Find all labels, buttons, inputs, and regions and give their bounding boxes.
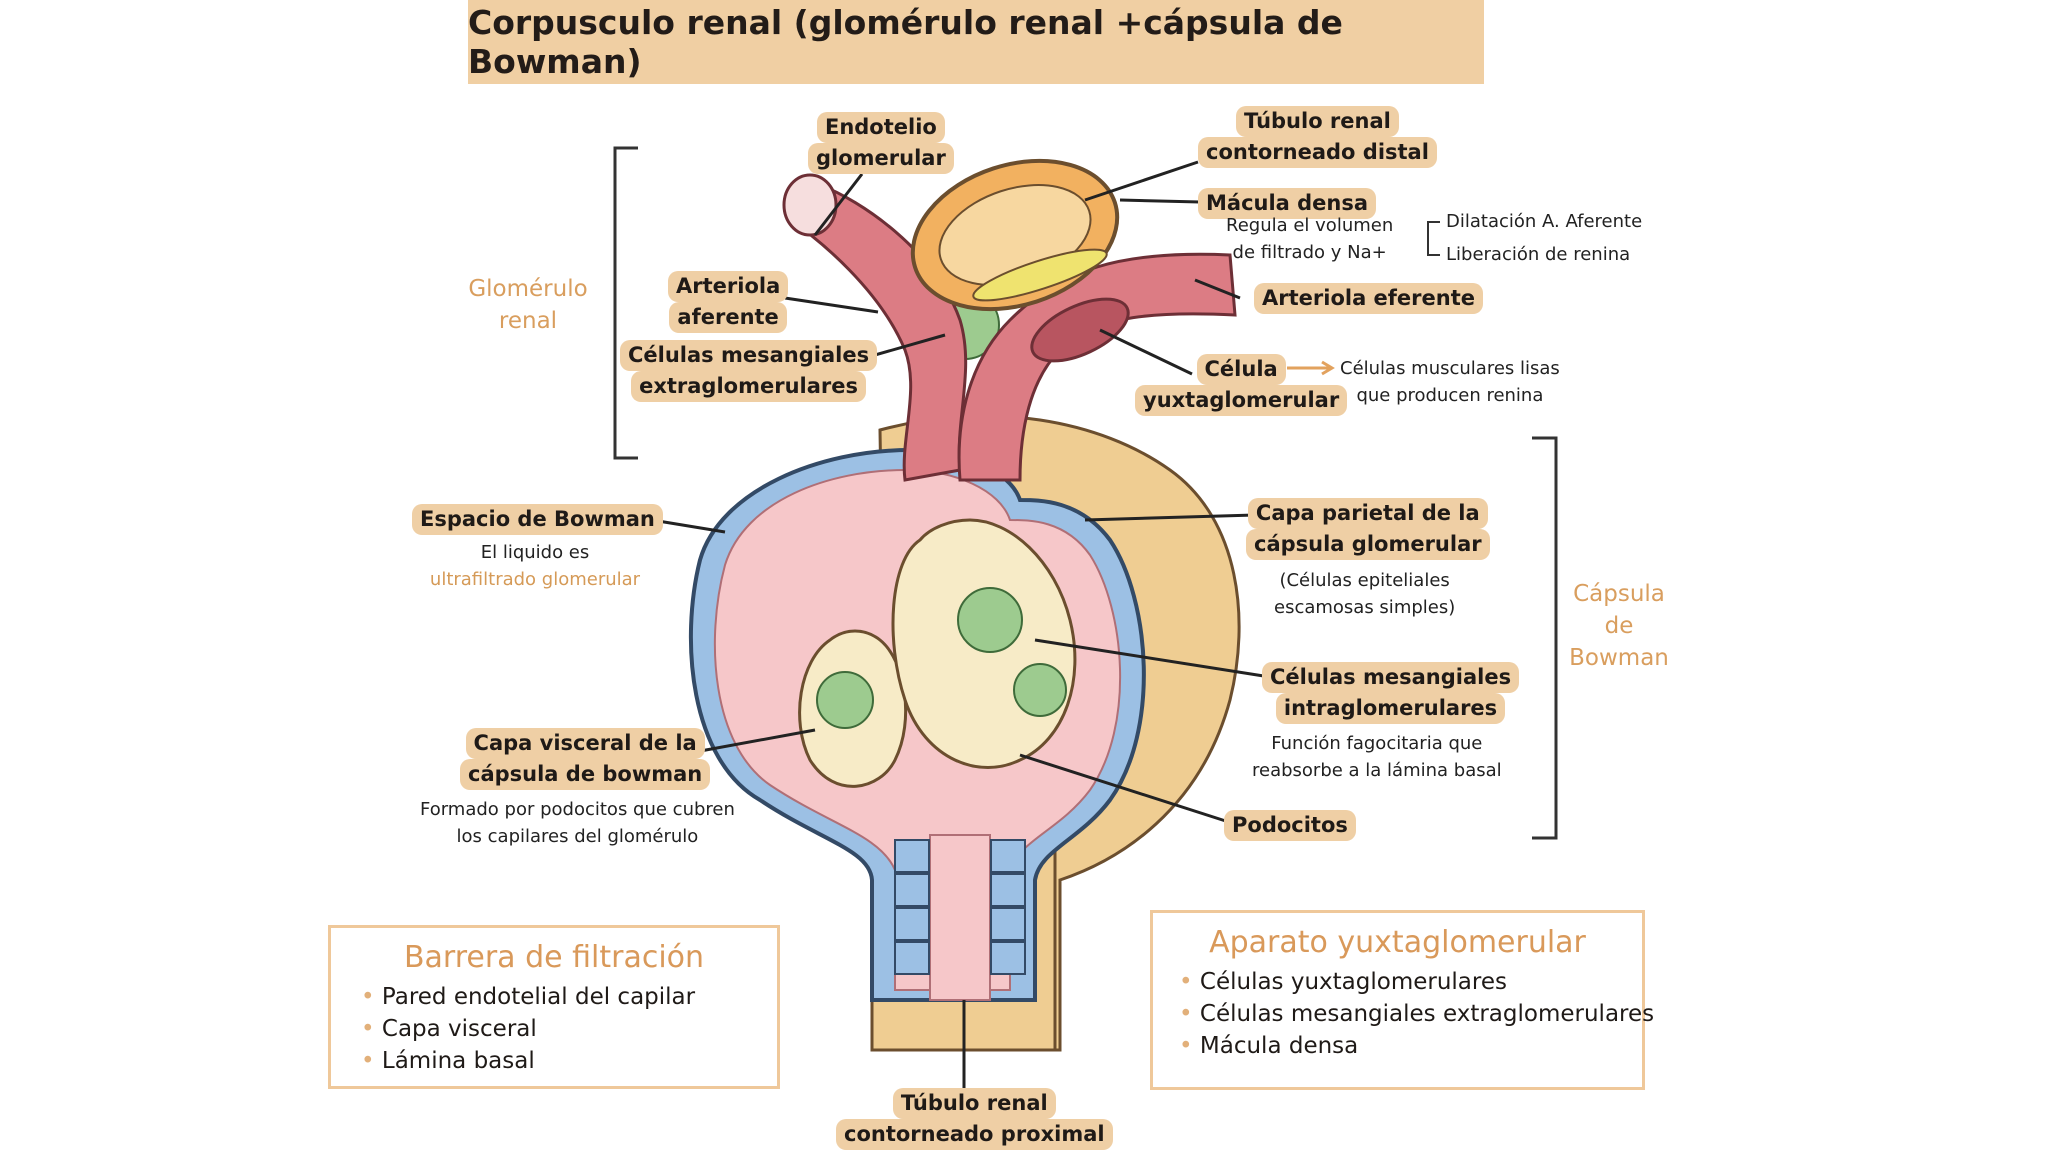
bracket-glomerulo (613, 146, 638, 460)
arrow-yuxta (1287, 360, 1335, 376)
box-barrera-title: Barrera de filtración (403, 940, 705, 975)
box-barrera-filtracion: Barrera de filtración Pared endotelial d… (328, 925, 780, 1089)
page-title: Corpusculo renal (glomérulo renal +cápsu… (468, 0, 1484, 84)
list-item: Capa visceral (361, 1013, 747, 1045)
leader-lines (651, 160, 1271, 1090)
proximal-lumen (929, 834, 991, 1001)
list-item: Células mesangiales extraglomerulares (1179, 998, 1654, 1030)
list-item: Células yuxtaglomerulares (1179, 966, 1616, 998)
macula-densa-strip (972, 248, 1108, 302)
juxtaglomerular-cell (1030, 297, 1130, 363)
box-aparato-yuxtaglomerular: Aparato yuxtaglomerular Células yuxtaglo… (1150, 910, 1654, 1090)
note-espacio: El liquido es ultrafiltrado glomerular (424, 539, 646, 593)
list-item: Mácula densa (1179, 1030, 1616, 1062)
bracket-capsula (1532, 436, 1558, 840)
list-item: Lámina basal (361, 1045, 747, 1077)
label-arteriola-eferente: Arteriola eferente (1254, 283, 1484, 314)
note-espacio-ultrafiltrado: ultrafiltrado glomerular (429, 569, 641, 590)
bracket-macula-functions (1427, 221, 1440, 256)
box-aparato-title: Aparato yuxtaglomerular (1209, 925, 1586, 960)
list-item: Pared endotelial del capilar (361, 981, 747, 1013)
label-macula-densa: Mácula densa (1198, 188, 1377, 219)
efferent-arteriole (957, 252, 1237, 482)
label-espacio-bowman: Espacio de Bowman (412, 504, 663, 535)
afferent-lumen (782, 173, 838, 237)
proximal-tubule-cells (894, 839, 1026, 975)
label-podocitos: Podocitos (1224, 810, 1356, 841)
